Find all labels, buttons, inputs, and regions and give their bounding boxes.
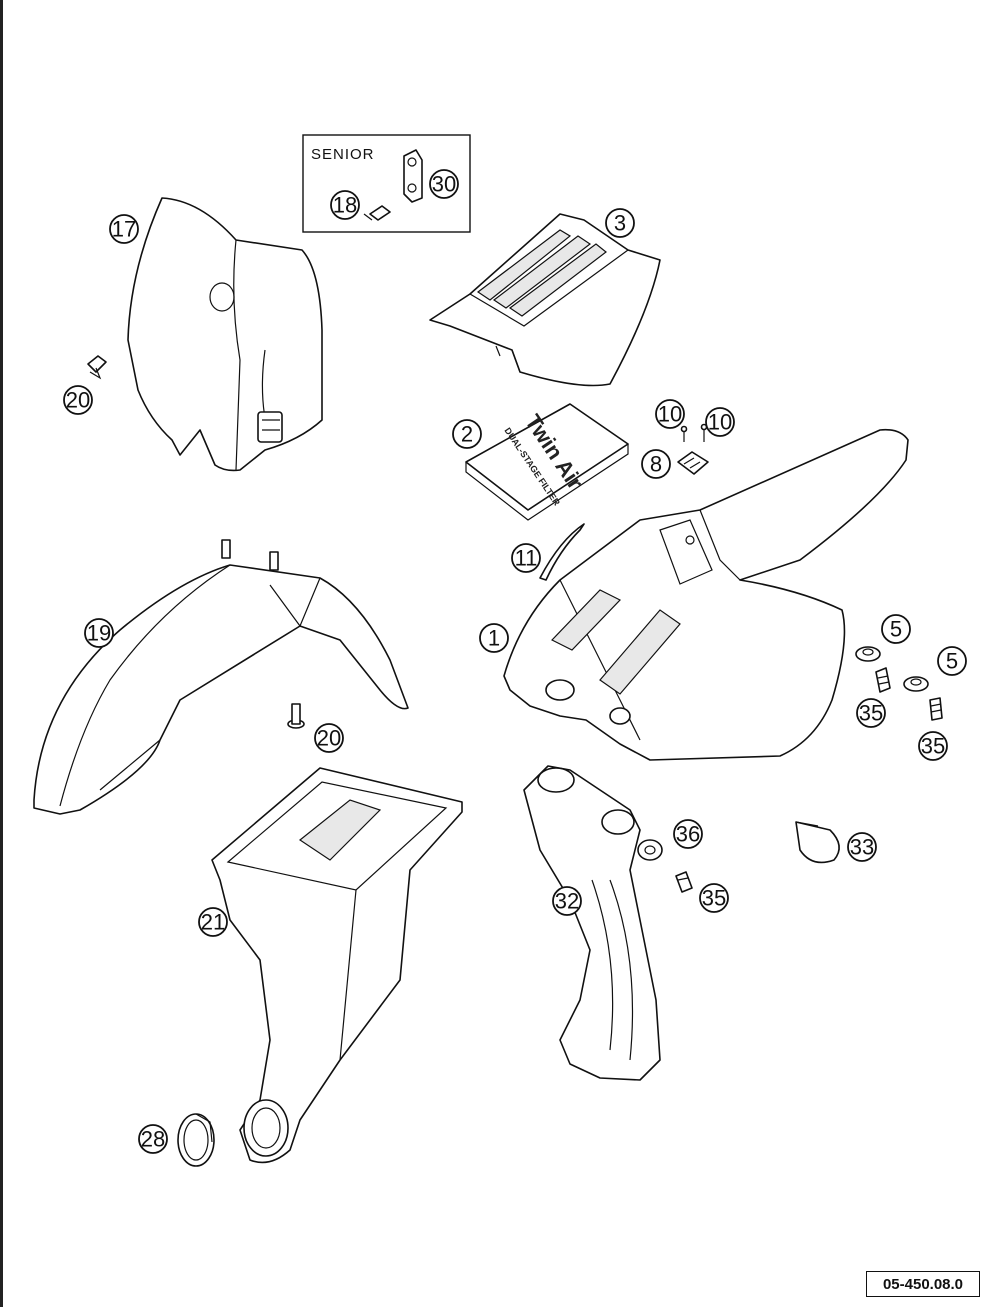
part-28-hose-clamp [177, 1113, 215, 1167]
callout-10-right: 10 [705, 407, 735, 437]
part-10-screws [680, 423, 708, 442]
svg-text:20: 20 [317, 726, 341, 751]
callout-11: 11 [511, 543, 541, 573]
svg-text:11: 11 [515, 546, 538, 571]
callout-17: 17 [109, 214, 139, 244]
part-17-number-plate [127, 197, 323, 472]
callout-35-c: 35 [699, 883, 729, 913]
callout-32: 32 [552, 886, 582, 916]
left-border-rule [0, 0, 3, 1307]
svg-text:5: 5 [946, 649, 958, 674]
svg-text:33: 33 [850, 835, 874, 860]
callout-28: 28 [138, 1124, 168, 1154]
svg-text:8: 8 [650, 452, 662, 477]
callout-19: 19 [84, 618, 114, 648]
part-33-cable-tie [795, 821, 840, 864]
part-1-rear-fender [503, 428, 909, 761]
svg-text:2: 2 [461, 422, 473, 447]
callout-20-upper: 20 [63, 385, 93, 415]
callout-8: 8 [641, 449, 671, 479]
svg-text:35: 35 [921, 734, 945, 759]
callout-2: 2 [452, 419, 482, 449]
svg-text:30: 30 [432, 172, 456, 197]
part-5-washer-left [855, 646, 881, 662]
senior-inset: SENIOR [302, 134, 471, 233]
part-19-front-fender [33, 539, 409, 815]
callout-30: 30 [429, 169, 459, 199]
part-8-clip [677, 451, 709, 475]
callout-35-a: 35 [856, 698, 886, 728]
svg-text:28: 28 [141, 1127, 165, 1152]
callout-35-b: 35 [918, 731, 948, 761]
svg-text:18: 18 [333, 193, 357, 218]
svg-text:35: 35 [859, 701, 883, 726]
part-5-washer-right [903, 676, 929, 692]
svg-text:32: 32 [555, 889, 579, 914]
svg-text:36: 36 [676, 822, 700, 847]
part-35-bolt-c [675, 871, 693, 893]
part-35-bolt-b [929, 697, 943, 721]
part-32-side-cover [523, 765, 661, 1081]
svg-text:5: 5 [890, 617, 902, 642]
part-20-bolt-upper [87, 355, 107, 380]
callout-1: 1 [479, 623, 509, 653]
callout-21: 21 [198, 907, 228, 937]
svg-text:20: 20 [66, 388, 90, 413]
part-3-filter-cover [429, 213, 661, 387]
part-35-bolt-a [875, 667, 891, 693]
svg-text:21: 21 [201, 910, 225, 935]
callout-36: 36 [673, 819, 703, 849]
callout-5-right: 5 [937, 646, 967, 676]
senior-label: SENIOR [311, 146, 375, 163]
callout-10-left: 10 [655, 399, 685, 429]
part-11-strip [539, 523, 585, 581]
part-21-airbox [211, 767, 463, 1164]
svg-text:35: 35 [702, 886, 726, 911]
svg-text:10: 10 [708, 410, 732, 435]
svg-text:10: 10 [658, 402, 682, 427]
svg-text:19: 19 [87, 621, 111, 646]
svg-text:17: 17 [112, 217, 136, 242]
callout-20-lower: 20 [314, 723, 344, 753]
part-20-bolt-lower [287, 703, 305, 729]
svg-text:3: 3 [614, 211, 626, 236]
callout-3: 3 [605, 208, 635, 238]
callout-18: 18 [330, 190, 360, 220]
svg-text:1: 1 [488, 626, 500, 651]
callout-33: 33 [847, 832, 877, 862]
callout-5-left: 5 [881, 614, 911, 644]
part-36-washer [637, 839, 663, 861]
part-2-air-filter: Twin Air DUAL-STAGE FILTER [465, 403, 629, 521]
reference-code: 05-450.08.0 [866, 1271, 980, 1297]
